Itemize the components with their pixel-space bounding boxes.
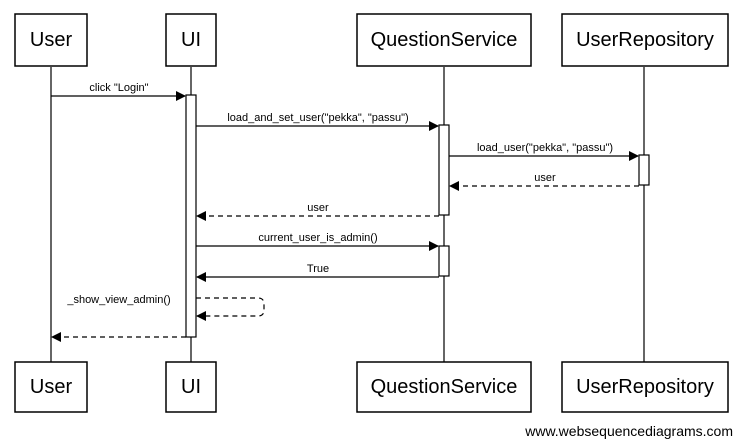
participant-user-bottom: User — [14, 361, 88, 413]
message-load-and-set-user: load_and_set_user("pekka", "passu") — [196, 112, 439, 131]
participant-questionservice-top: QuestionService — [356, 13, 532, 67]
svg-text:True: True — [307, 263, 329, 275]
activation-questionservice-1 — [438, 124, 450, 216]
participant-ui-top: UI — [165, 13, 217, 67]
participant-ui-bottom: UI — [165, 361, 217, 413]
message-current-user-is-admin: current_user_is_admin() — [196, 232, 439, 251]
svg-text:User: User — [30, 376, 73, 398]
message-return-user-1: user — [449, 172, 639, 191]
svg-text:UI: UI — [181, 29, 201, 51]
svg-text:UserRepository: UserRepository — [576, 29, 714, 51]
message-return-user-2: user — [196, 202, 439, 221]
svg-text:_show_view_admin(): _show_view_admin() — [66, 294, 170, 306]
svg-text:QuestionService: QuestionService — [371, 376, 518, 398]
svg-text:user: user — [534, 172, 556, 184]
svg-text:UserRepository: UserRepository — [576, 376, 714, 398]
participant-userrepository-top: UserRepository — [561, 13, 729, 67]
participant-user-top: User — [14, 13, 88, 67]
svg-text:load_user("pekka", "passu"): load_user("pekka", "passu") — [477, 142, 613, 154]
svg-text:User: User — [30, 29, 73, 51]
message-click-login: click "Login" — [51, 82, 186, 101]
svg-text:load_and_set_user("pekka", "pa: load_and_set_user("pekka", "passu") — [227, 112, 408, 124]
svg-text:click "Login": click "Login" — [89, 82, 148, 94]
activation-userrepository — [638, 154, 650, 186]
svg-text:UI: UI — [181, 376, 201, 398]
svg-text:QuestionService: QuestionService — [371, 29, 518, 51]
activation-ui — [185, 94, 197, 338]
message-load-user: load_user("pekka", "passu") — [449, 142, 639, 161]
participant-questionservice-bottom: QuestionService — [356, 361, 532, 413]
svg-text:user: user — [307, 202, 329, 214]
svg-text:current_user_is_admin(): current_user_is_admin() — [258, 232, 377, 244]
participant-userrepository-bottom: UserRepository — [561, 361, 729, 413]
activation-questionservice-2 — [438, 245, 450, 277]
message-reply-true: True — [196, 263, 439, 282]
message-show-view-admin: _show_view_admin() — [66, 294, 265, 321]
watermark: www.websequencediagrams.com — [524, 423, 733, 439]
